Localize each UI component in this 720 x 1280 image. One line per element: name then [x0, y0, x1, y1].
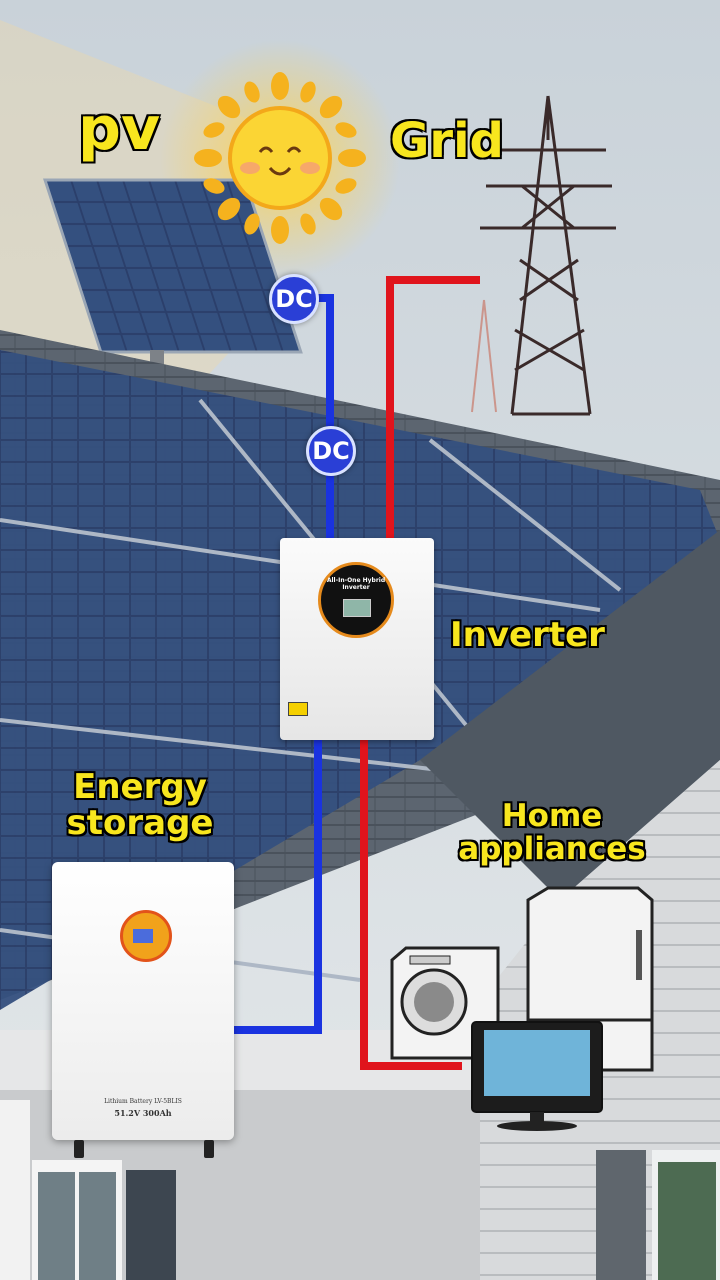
tv-monitor-icon — [471, 1021, 603, 1131]
ac-wire-line — [360, 276, 480, 1070]
inverter-title: All-In-One Hybrid Inverter — [326, 577, 386, 592]
pv-label: pv — [77, 94, 161, 164]
home-appliances-label: Home appliances — [457, 798, 646, 867]
dc-connector-badge: DC — [269, 274, 319, 324]
battery-lcd-screen — [133, 929, 153, 943]
transmission-tower-icon — [480, 95, 616, 416]
battery-foot — [204, 1140, 214, 1158]
dc-connector-badge: DC — [306, 426, 356, 476]
battery-foot — [74, 1140, 84, 1158]
battery-display-badge — [120, 910, 172, 962]
grid-label: Grid — [389, 113, 505, 169]
pv-panel — [43, 178, 303, 354]
warning-label-icon — [288, 702, 308, 716]
battery-spec-text: 51.2V 300Ah — [114, 1108, 172, 1118]
energy-storage-label: Energy storage — [66, 767, 215, 843]
inverter-label: Inverter — [449, 615, 606, 655]
battery-storage-unit: Lithium Battery LV-5BLIS 51.2V 300Ah — [52, 862, 234, 1140]
hybrid-inverter: All-In-One Hybrid Inverter — [280, 538, 434, 740]
sun-icon — [194, 72, 366, 244]
inverter-lcd-screen — [343, 599, 371, 617]
battery-model-text: Lithium Battery LV-5BLIS — [104, 1098, 182, 1105]
inverter-display: All-In-One Hybrid Inverter — [318, 562, 394, 638]
